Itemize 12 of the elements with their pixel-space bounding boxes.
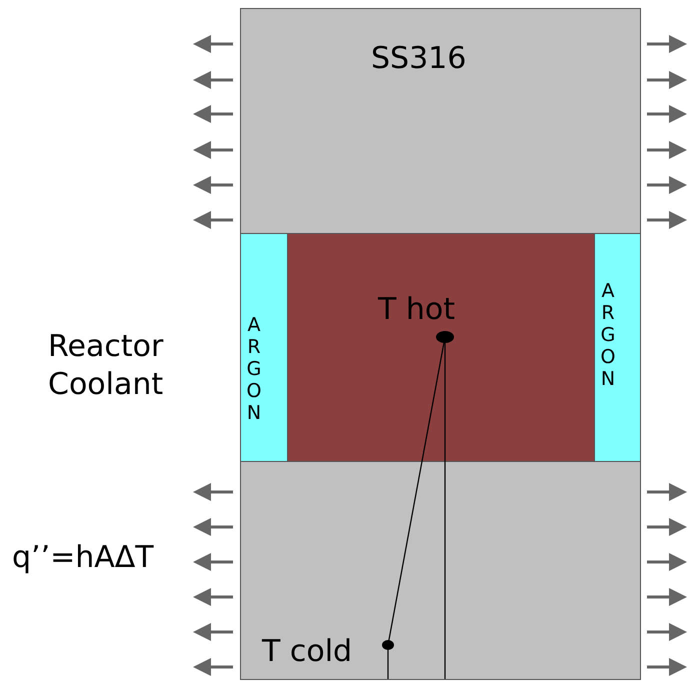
- steel-block: [240, 8, 641, 234]
- argon-gap: [240, 233, 288, 462]
- heater-block: [287, 233, 595, 462]
- vertical-label: ARGON: [598, 280, 617, 390]
- coolant-label: Reactor Coolant: [48, 328, 164, 404]
- temperature-label: T hot: [378, 292, 455, 327]
- argon-gap: [594, 233, 641, 462]
- heat-flux-equation: q’’=hAΔT: [12, 540, 154, 575]
- block-label: SS316: [371, 41, 466, 76]
- vertical-label: ARGON: [244, 314, 263, 424]
- temperature-label: T cold: [262, 634, 352, 669]
- steel-block: [240, 461, 641, 680]
